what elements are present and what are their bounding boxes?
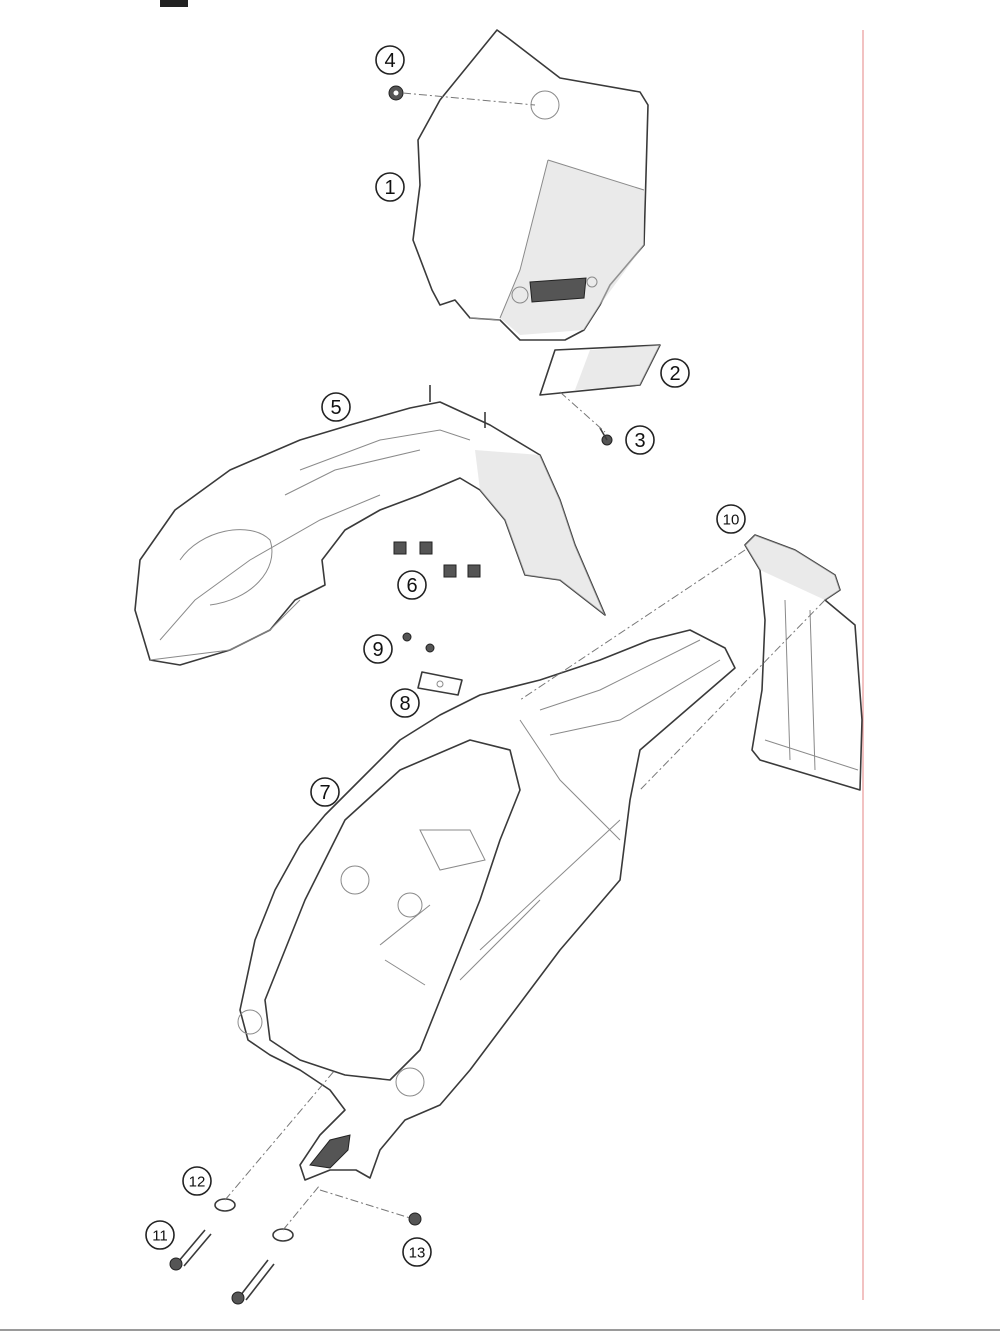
fender-fastener-set-part [393, 541, 481, 578]
front-fender-part [134, 385, 606, 666]
callout-5-label: 5 [330, 397, 341, 419]
callout-12-label: 12 [189, 1174, 206, 1191]
callout-2: 2 [660, 358, 690, 388]
callout-8-label: 8 [399, 693, 410, 715]
callout-4-label: 4 [384, 50, 395, 72]
callout-9-label: 9 [372, 639, 383, 661]
plate-screw-part [599, 427, 613, 446]
callout-6-label: 6 [406, 575, 417, 597]
callout-11: 11 [145, 1220, 175, 1250]
rear-fender-part [237, 629, 736, 1181]
side-screw-part [408, 1212, 422, 1226]
callout-8: 8 [390, 688, 420, 718]
callout-9: 9 [363, 634, 393, 664]
callout-10: 10 [716, 504, 746, 534]
bolts-part [169, 1229, 275, 1305]
bracket-part [417, 671, 463, 696]
plate-nut-part [388, 85, 404, 101]
leader-lines [224, 92, 826, 1231]
plate-insert-part [539, 344, 661, 396]
mud-flap-part [744, 534, 863, 791]
callout-3-label: 3 [634, 430, 645, 452]
callout-5: 5 [321, 392, 351, 422]
callout-1: 1 [375, 172, 405, 202]
callout-1-label: 1 [384, 177, 395, 199]
number-plate-part [412, 29, 649, 341]
header-fragment [160, 0, 188, 7]
callout-11-label: 11 [152, 1228, 168, 1245]
washers-part [214, 1198, 294, 1242]
callout-3: 3 [625, 425, 655, 455]
callout-13-label: 13 [409, 1245, 426, 1262]
callout-10-label: 10 [723, 512, 740, 529]
callout-12: 12 [182, 1166, 212, 1196]
callout-7-label: 7 [319, 782, 330, 804]
callout-4: 4 [375, 45, 405, 75]
callout-13: 13 [402, 1237, 432, 1267]
callout-7: 7 [310, 777, 340, 807]
small-screws-part [402, 632, 435, 653]
callout-6: 6 [397, 570, 427, 600]
callout-2-label: 2 [669, 363, 680, 385]
